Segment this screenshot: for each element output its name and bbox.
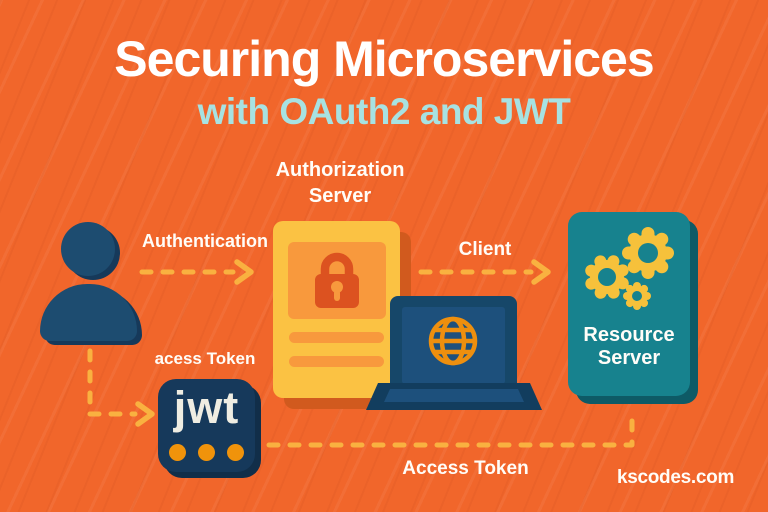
client-arrowhead-icon — [531, 259, 551, 285]
authorization-server-label: Authorization Server — [275, 159, 405, 207]
user-icon — [61, 222, 115, 276]
globe-icon — [428, 316, 478, 366]
user-to-jwt-arrowhead-icon — [135, 401, 155, 427]
authentication-label: Authentication — [142, 231, 268, 251]
authorization-server-card — [273, 221, 400, 398]
lock-icon — [315, 252, 359, 308]
jwt-badge-label: jwt — [173, 382, 240, 433]
authentication-arrowhead-icon — [234, 259, 254, 285]
auth-lock-panel — [288, 242, 386, 319]
jwt-dot-icon — [227, 444, 244, 461]
laptop-base-highlight — [384, 389, 524, 402]
auth-card-text-bar — [289, 332, 384, 343]
client-label: Client — [458, 239, 512, 260]
user-to-jwt-line — [87, 348, 138, 417]
site-watermark: kscodes.com — [616, 467, 735, 488]
acess-token-label: acess Token — [154, 349, 256, 368]
access-token-label: Access Token — [402, 458, 529, 479]
resource-server-label: Resource Server — [583, 324, 675, 369]
jwt-token-badge: jwt — [158, 379, 255, 472]
auth-card-text-bar — [289, 356, 384, 367]
jwt-to-resource-line — [266, 408, 635, 448]
page-subtitle: with OAuth2 and JWT — [197, 91, 571, 132]
page-title: Securing Microservices — [114, 31, 654, 87]
jwt-badge-dots — [158, 444, 255, 461]
resource-server-card: Resource Server — [568, 212, 690, 396]
gears-icon — [585, 227, 674, 310]
jwt-dot-icon — [169, 444, 186, 461]
client-laptop-icon — [366, 294, 542, 412]
jwt-dot-icon — [198, 444, 215, 461]
